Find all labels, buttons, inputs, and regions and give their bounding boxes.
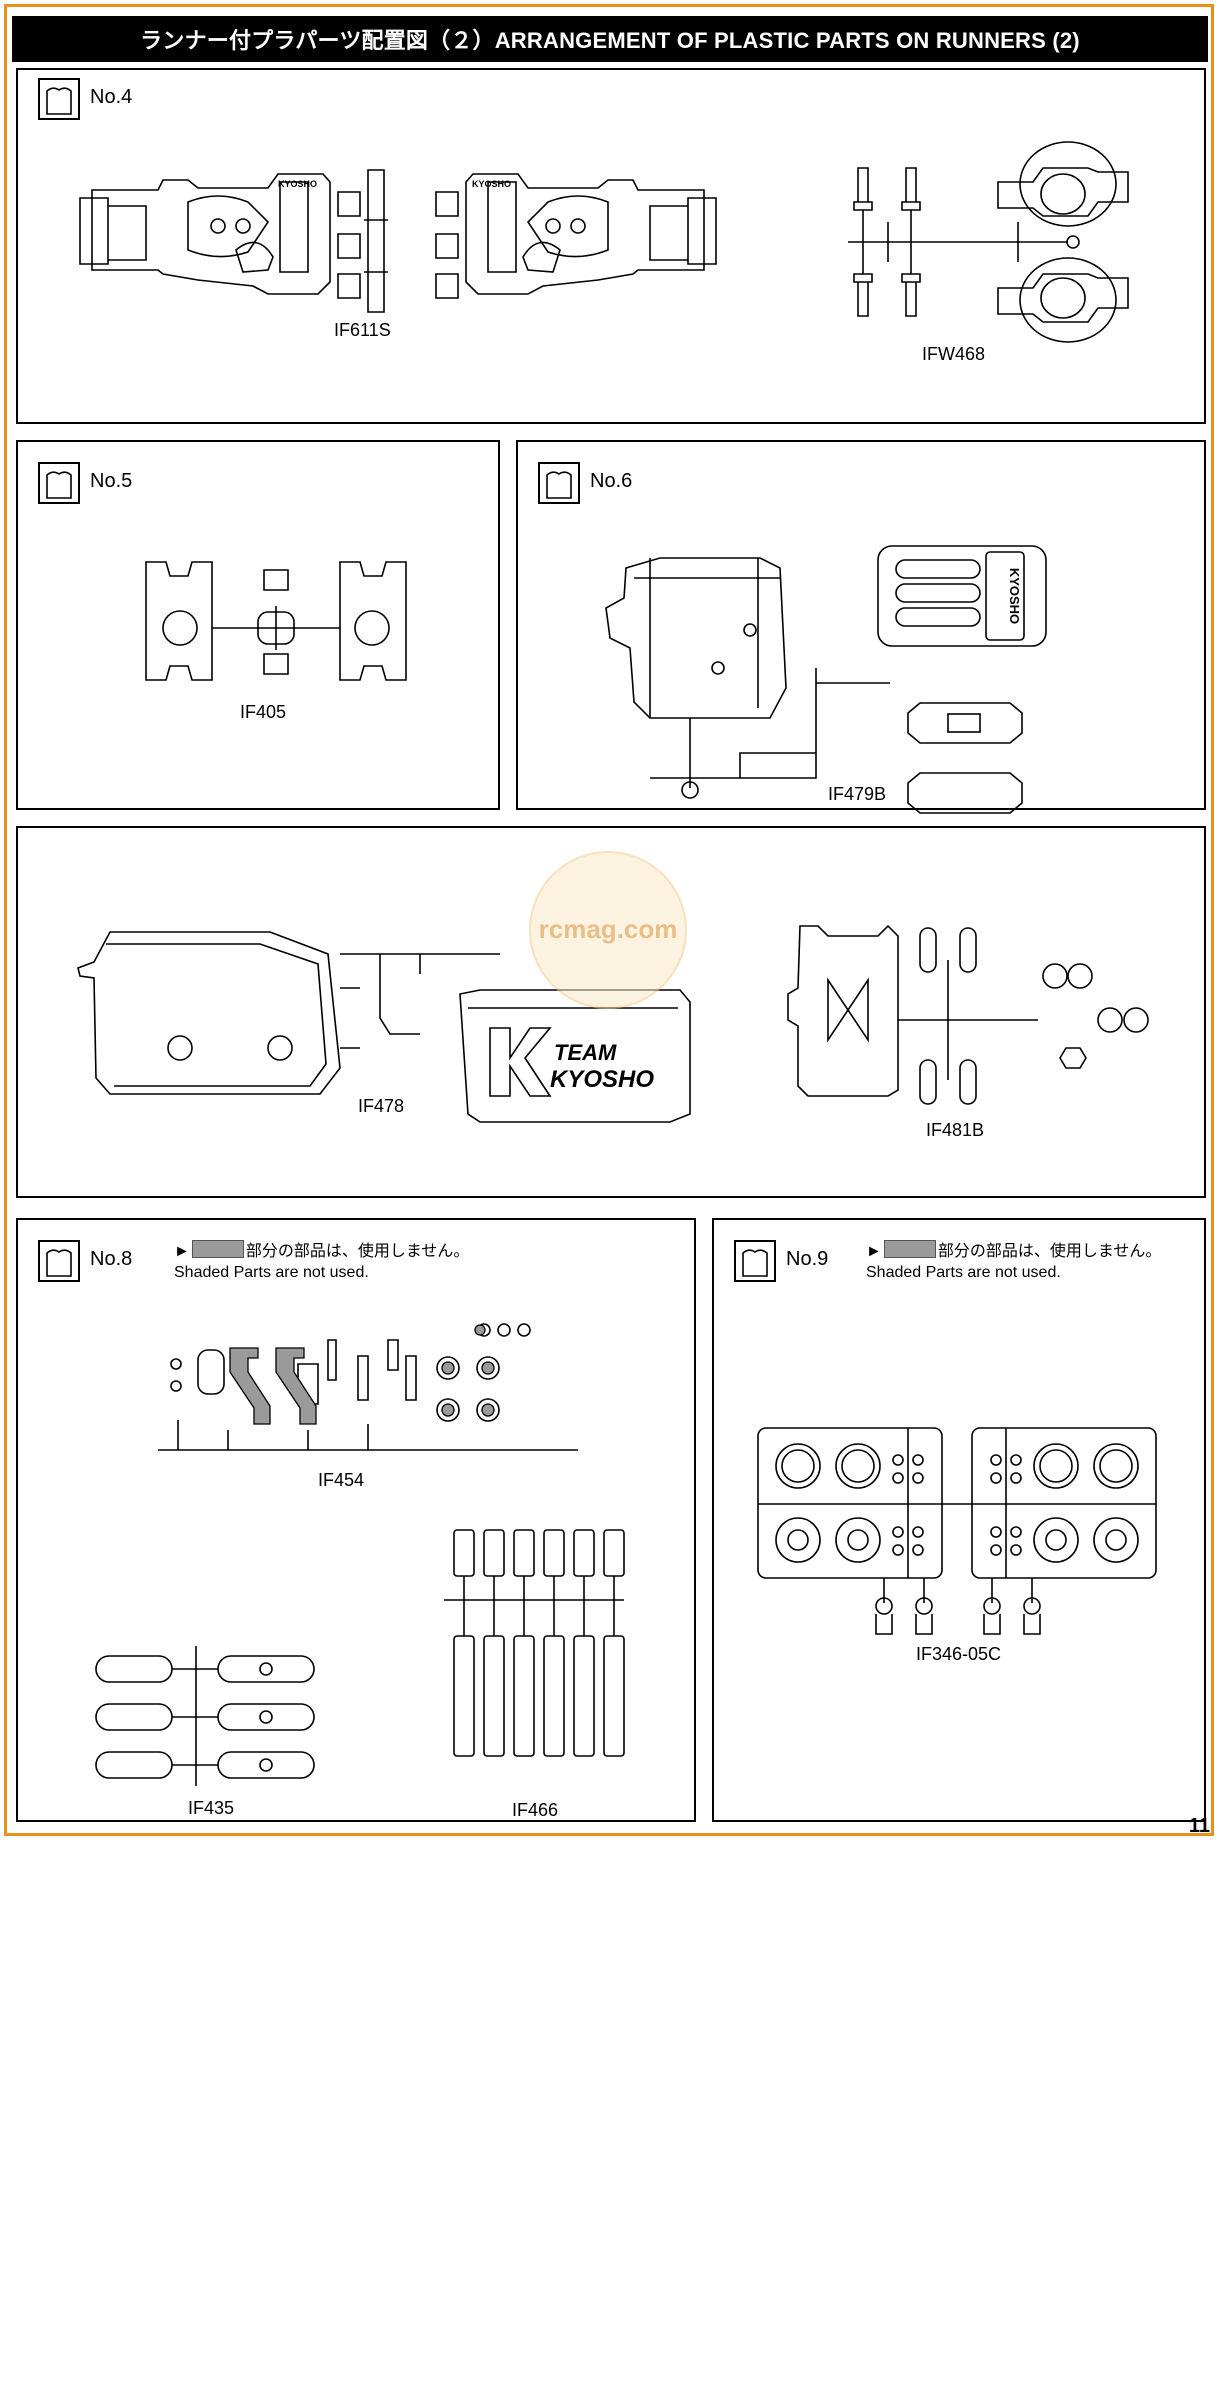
svg-text:KYOSHO: KYOSHO xyxy=(1007,568,1022,624)
watermark-text: rcmag.com xyxy=(539,914,678,944)
part-diagram-if478 xyxy=(77,931,691,1123)
part-number-if346-05c: IF346-05C xyxy=(916,1644,1002,1664)
step-number: No.6 xyxy=(590,470,633,492)
step-number: No.8 xyxy=(90,1248,133,1270)
part-number-if435: IF435 xyxy=(188,1798,235,1818)
logo-kyosho: KYOSHO xyxy=(550,1066,655,1093)
panel-no4: No.4 KYOSHO KYOSHO IF611S xyxy=(16,68,1206,424)
part-number-if405: IF405 xyxy=(240,702,287,722)
shaded-swatch xyxy=(191,1240,244,1258)
shaded-note: ►部分の部品は、使用しません。 Shaded Parts are not use… xyxy=(866,1240,1161,1283)
page-title: ランナー付プラパーツ配置図（２）ARRANGEMENT OF PLASTIC P… xyxy=(12,16,1208,62)
part-diagram-if466 xyxy=(444,1529,625,1757)
part-number-if454: IF454 xyxy=(318,1470,365,1490)
part-number-if466: IF466 xyxy=(512,1800,559,1820)
part-diagram-if454 xyxy=(158,1323,578,1451)
part-number-ifw468: IFW468 xyxy=(922,344,986,364)
panel-no8: No.8 ►部分の部品は、使用しません。 Shaded Parts are no… xyxy=(16,1218,696,1822)
part-diagram-if481b xyxy=(787,924,1149,1105)
panel-no9: No.9 ►部分の部品は、使用しません。 Shaded Parts are no… xyxy=(712,1218,1206,1822)
parts-bag-icon xyxy=(538,462,580,504)
part-diagram-if435-shapes xyxy=(95,1646,315,1786)
page-frame xyxy=(4,4,1214,1836)
shaded-note: ►部分の部品は、使用しません。 Shaded Parts are not use… xyxy=(174,1240,469,1283)
panel-no6: No.6 KYOSHO IF479B xyxy=(516,440,1206,814)
part-number-if478: IF478 xyxy=(358,1096,405,1116)
watermark-logo: rcmag.com xyxy=(518,840,698,1020)
step-number: No.4 xyxy=(90,86,133,108)
part-diagram-if346-05c xyxy=(757,1427,1157,1635)
part-diagram-if405 xyxy=(145,561,407,681)
part-number-if479b: IF479B xyxy=(828,784,887,804)
panel-no5: No.5 IF405 xyxy=(16,440,500,810)
part-diagram-if611s: KYOSHO KYOSHO xyxy=(79,169,717,313)
parts-bag-icon xyxy=(38,1240,80,1282)
page-number: 11 xyxy=(1188,1815,1210,1837)
shaded-swatch xyxy=(883,1240,936,1258)
part-number-if481b: IF481B xyxy=(926,1120,985,1140)
parts-bag-icon xyxy=(38,462,80,504)
step-number: No.5 xyxy=(90,470,133,492)
logo-team: TEAM xyxy=(554,1040,617,1065)
parts-bag-icon xyxy=(734,1240,776,1282)
part-diagram-if435 xyxy=(96,2266,356,2406)
part-number-if611s: IF611S xyxy=(334,320,391,340)
step-number: No.9 xyxy=(786,1248,829,1270)
svg-text:KYOSHO: KYOSHO xyxy=(278,179,317,189)
part-diagram-if479b: KYOSHO xyxy=(605,545,1047,814)
parts-bag-icon xyxy=(38,78,80,120)
svg-text:KYOSHO: KYOSHO xyxy=(472,179,511,189)
part-diagram-ifw468 xyxy=(848,141,1129,343)
